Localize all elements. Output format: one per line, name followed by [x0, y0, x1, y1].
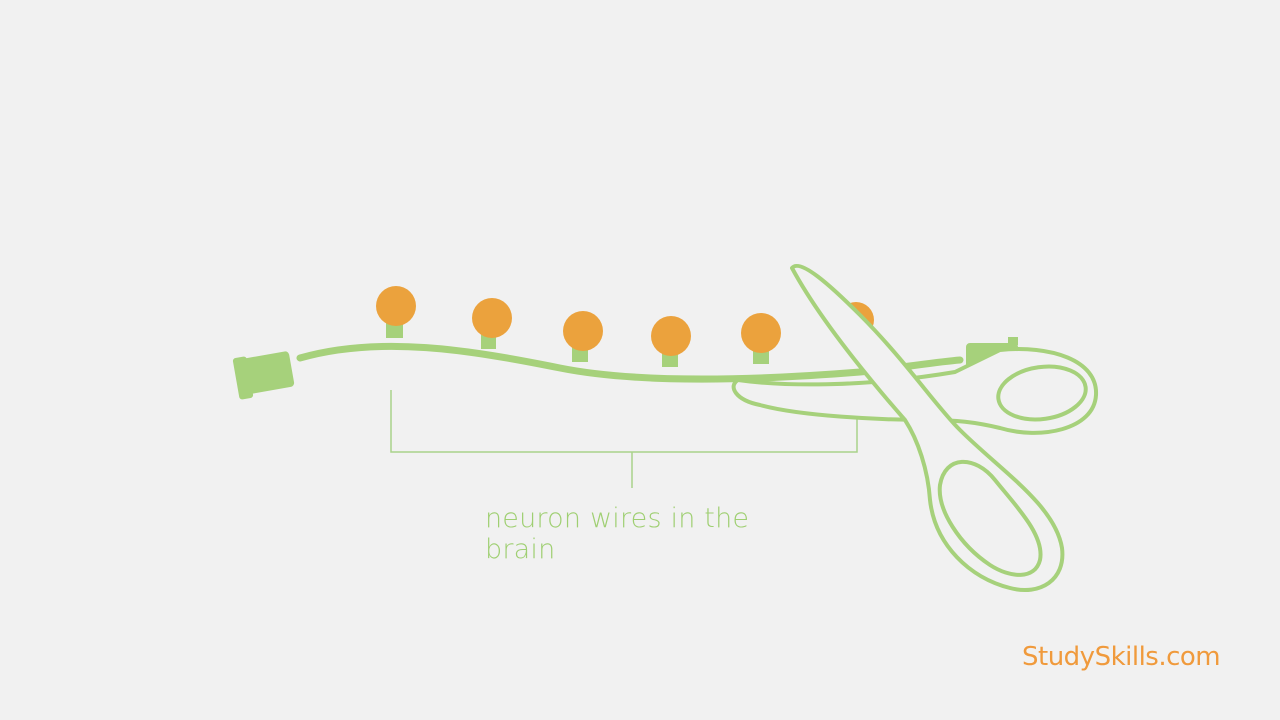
bulb-2 — [472, 298, 512, 349]
bracket — [390, 390, 858, 488]
bulb-4 — [651, 316, 691, 367]
bulb-3 — [563, 311, 603, 362]
brand-logo-text: StudySkills.com — [1022, 642, 1221, 672]
caption-text: neuron wires in the brain — [485, 503, 750, 565]
bulb-5 — [741, 313, 781, 364]
left-plug-icon — [232, 351, 295, 400]
bulb-1 — [376, 286, 416, 338]
scissors-icon — [731, 264, 1099, 592]
